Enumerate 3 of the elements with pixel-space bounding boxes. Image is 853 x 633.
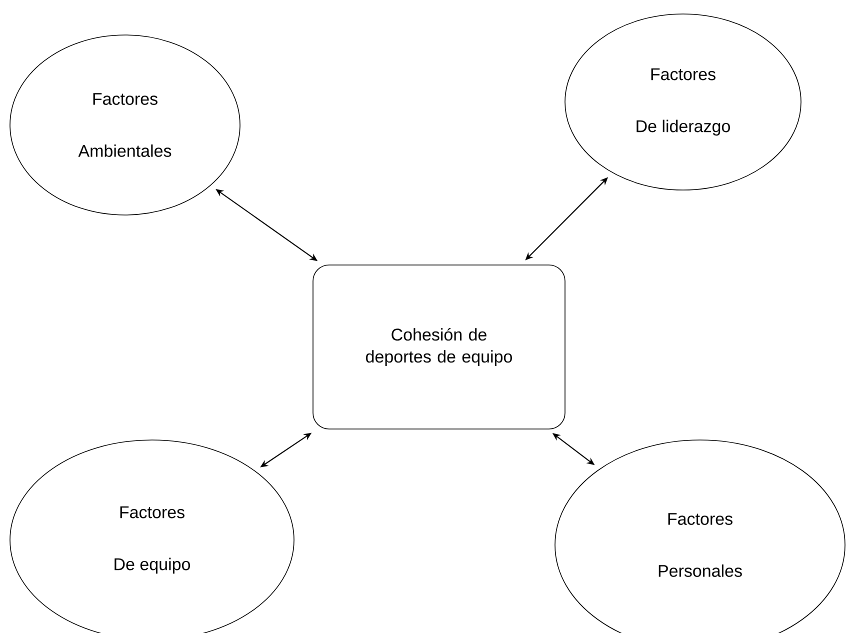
ellipse-node: Factores Ambientales <box>10 34 240 216</box>
rounded-box: Cohesión de deportes de equipo <box>312 264 566 430</box>
ellipse-node: Factores De liderazgo <box>564 14 802 190</box>
